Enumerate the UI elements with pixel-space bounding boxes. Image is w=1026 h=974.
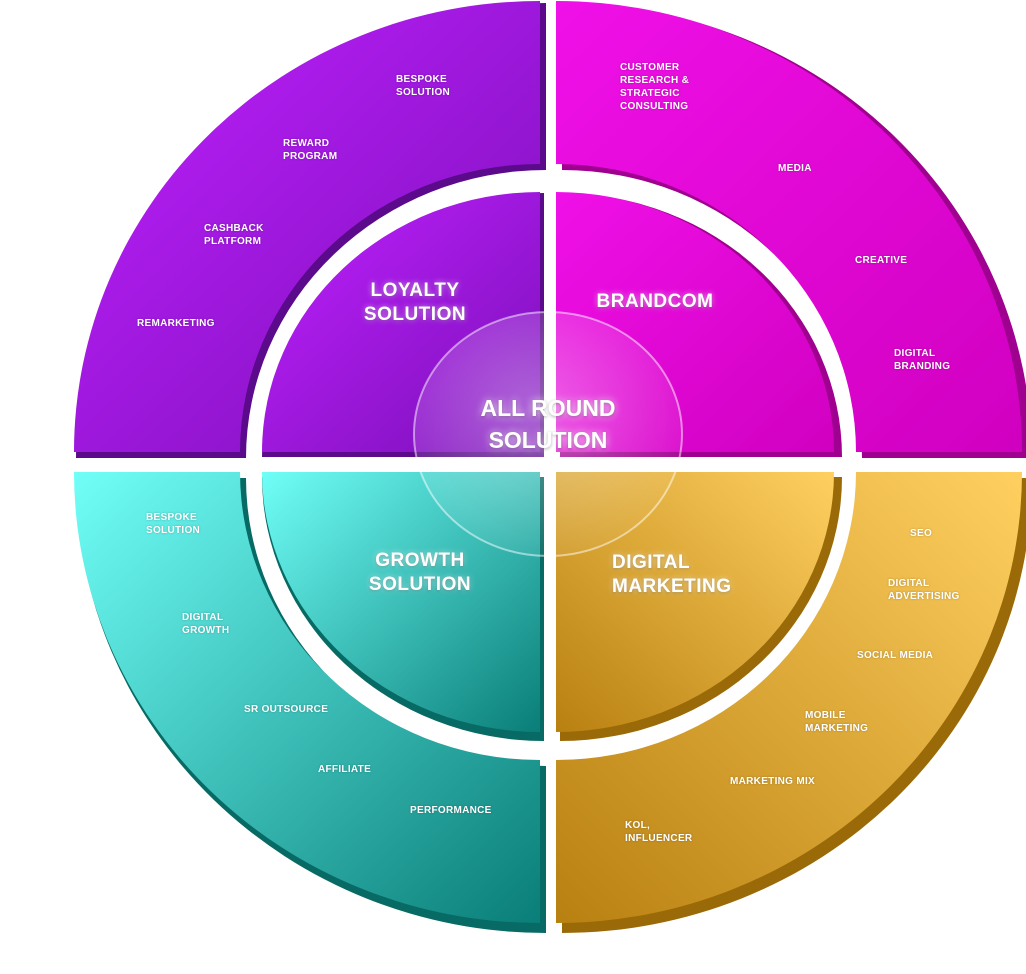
growth-item: BESPOKE SOLUTION (146, 512, 201, 536)
digital-marketing-item: KOL, INFLUENCER (625, 820, 693, 844)
growth-title: GROWTH SOLUTION (368, 550, 472, 595)
growth-item: PERFORMANCE (410, 805, 492, 816)
loyalty-item: CASHBACK PLATFORM (204, 223, 264, 247)
center-glass-circle (413, 311, 683, 557)
loyalty-outer-band (74, 1, 540, 452)
digital-marketing-item: MARKETING MIX (730, 776, 816, 787)
loyalty-title: LOYALTY SOLUTION (363, 280, 467, 325)
growth-item: AFFILIATE (318, 764, 372, 775)
growth-outer-band (74, 472, 540, 923)
digital-marketing-item: SOCIAL MEDIA (857, 650, 934, 661)
loyalty-item: REMARKETING (137, 318, 215, 329)
center-label: ALL ROUND SOLUTION (480, 395, 616, 453)
digital-outer-band (556, 472, 1022, 923)
growth-item: DIGITAL GROWTH (182, 612, 230, 636)
brandcom-item: CUSTOMER RESEARCH & STRATEGIC CONSULTING (620, 62, 690, 112)
digital-marketing-item: SEO (910, 528, 933, 539)
brandcom-item: CREATIVE (855, 255, 908, 266)
digital-marketing-item: DIGITAL ADVERTISING (888, 578, 960, 602)
brandcom-item: MEDIA (778, 163, 812, 174)
digital-marketing-title: DIGITAL MARKETING (612, 552, 732, 597)
loyalty-item: BESPOKE SOLUTION (396, 74, 451, 98)
growth-inner-sector (262, 472, 540, 732)
brandcom-title: BRANDCOM (596, 291, 714, 312)
digital-marketing-item: MOBILE MARKETING (805, 710, 869, 734)
brandcom-item: DIGITAL BRANDING (894, 348, 951, 372)
digital-inner-sector (556, 472, 834, 732)
loyalty-item: REWARD PROGRAM (283, 138, 338, 162)
brandcom-outer-band (556, 1, 1022, 452)
growth-item: SR OUTSOURCE (244, 704, 329, 715)
